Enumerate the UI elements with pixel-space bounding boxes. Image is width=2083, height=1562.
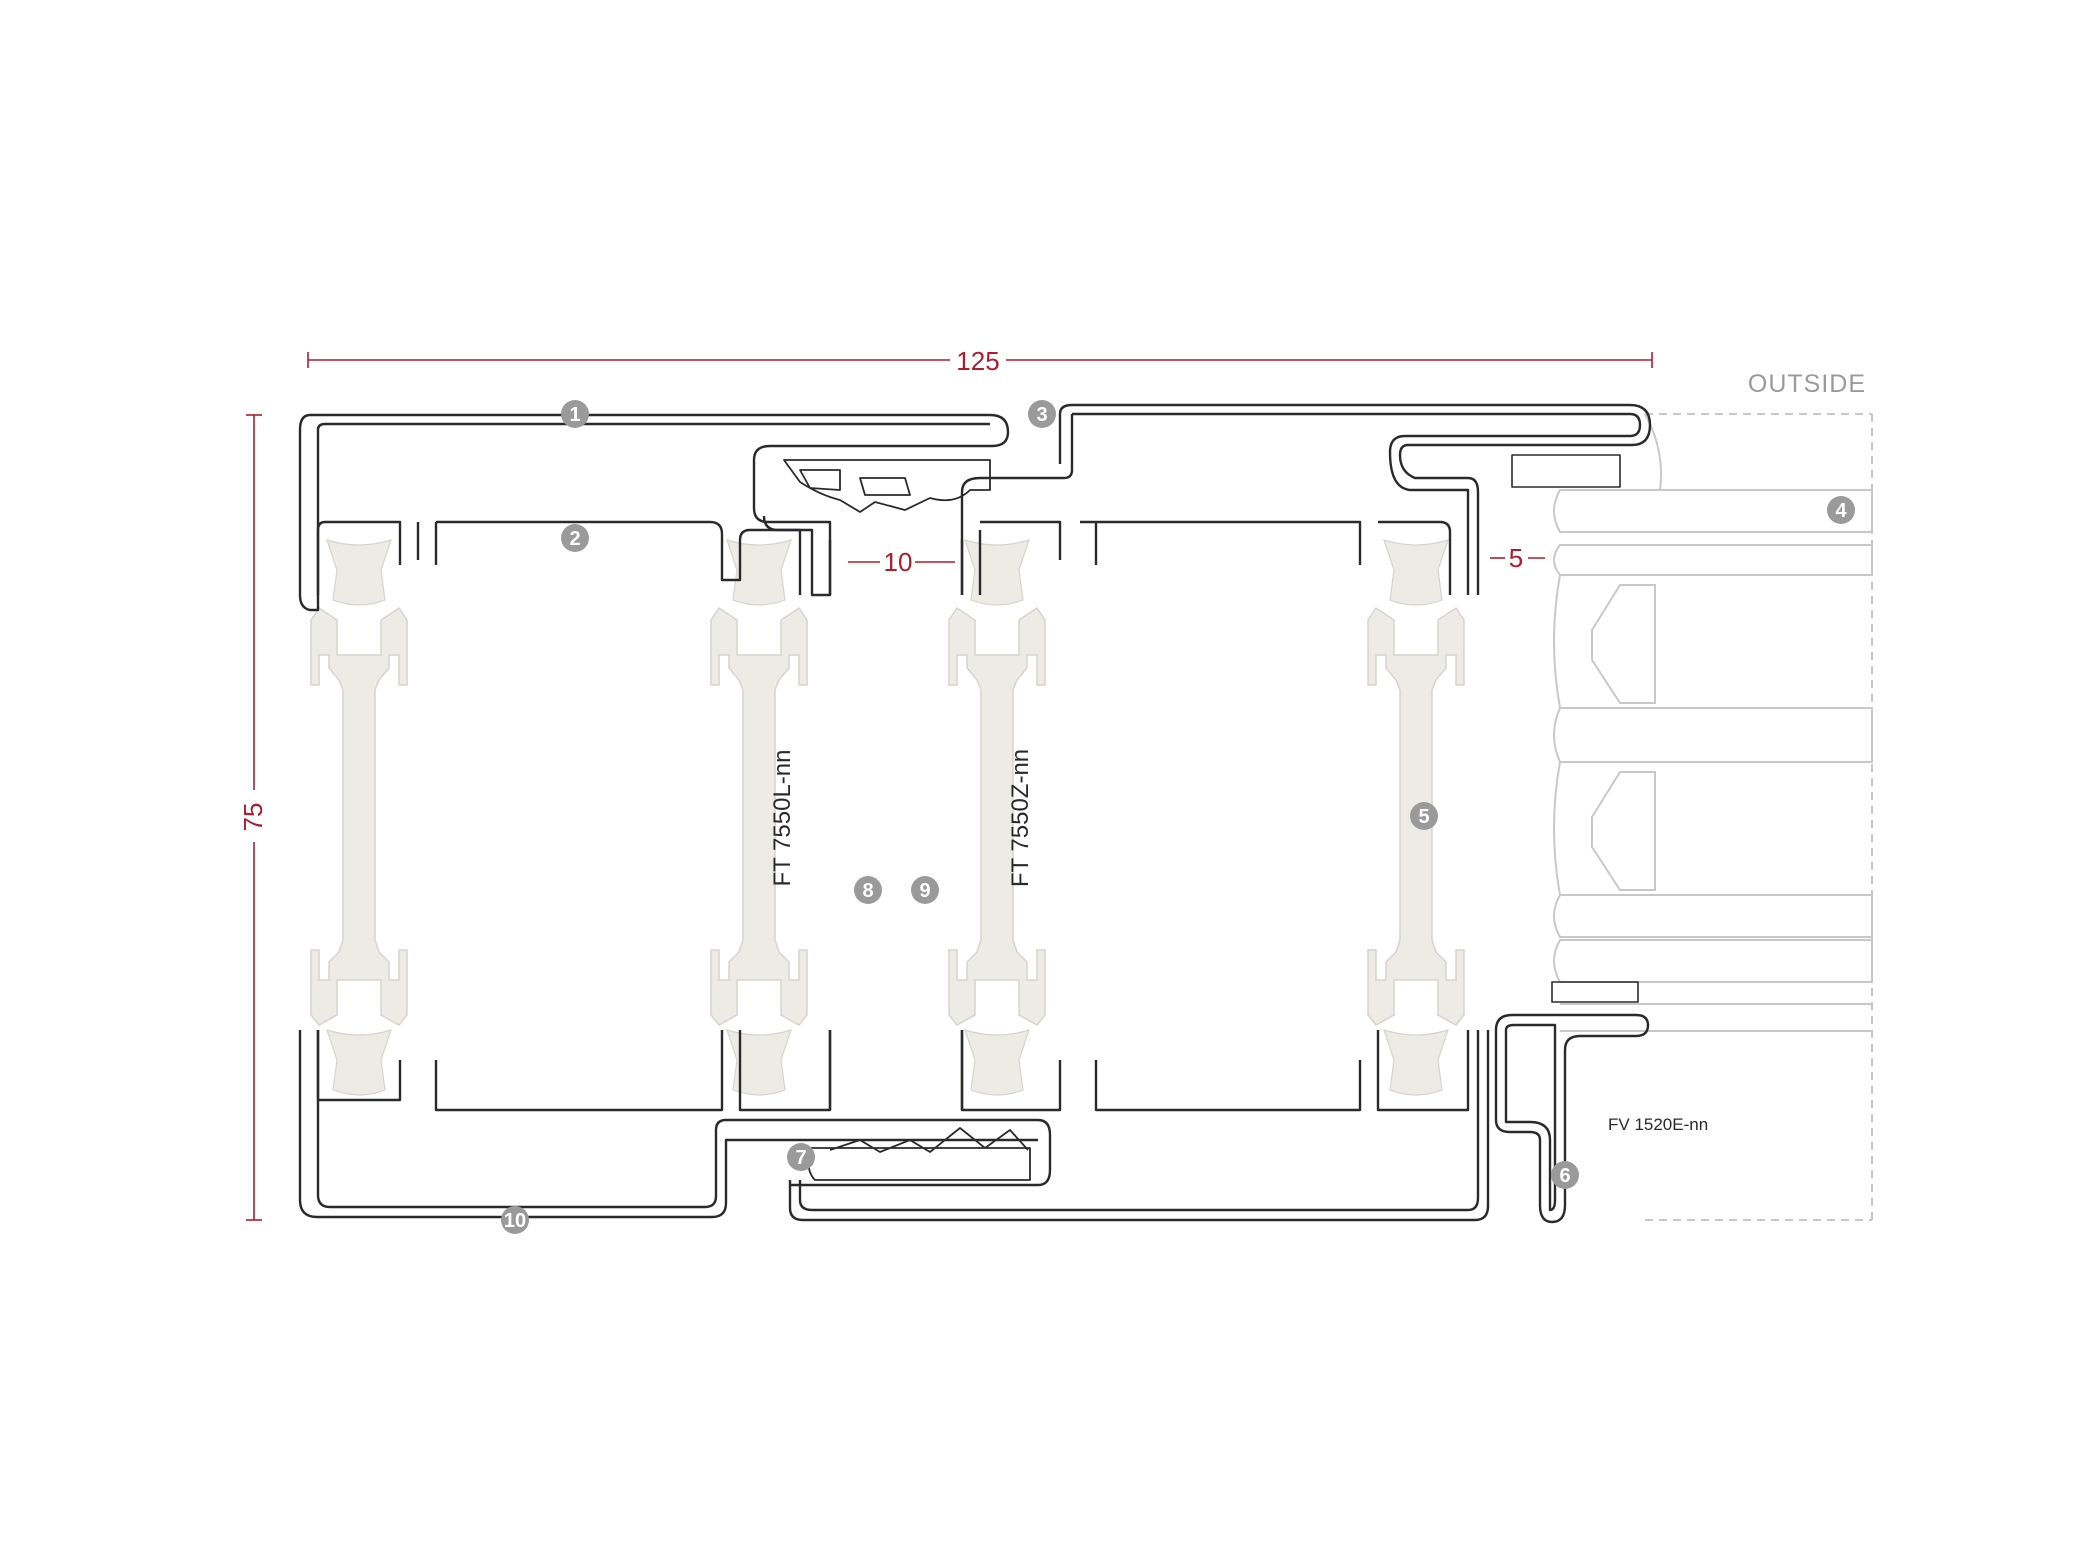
thermal-break-cap	[726, 539, 792, 606]
callout-number: 10	[504, 1210, 526, 1232]
profile-label-middle: FT 7550Z-nn	[1007, 749, 1034, 887]
outside-label: OUTSIDE	[1748, 370, 1866, 398]
callout-circle	[501, 1206, 529, 1234]
callout-number: 9	[919, 880, 930, 902]
callout-number: 5	[1418, 806, 1429, 828]
profile-left-top-chamber	[316, 520, 802, 595]
callout-number: 6	[1559, 1165, 1570, 1187]
callout-circle	[1827, 496, 1855, 524]
callout-3: 3	[1028, 400, 1056, 428]
callout-5: 5	[1410, 802, 1438, 830]
thermal-break-cap	[1383, 1029, 1449, 1096]
callout-10: 10	[501, 1206, 529, 1234]
glass-pane-bottom	[1553, 894, 1873, 938]
profile-right-top-chamber	[978, 520, 1452, 595]
callout-circle	[1028, 400, 1056, 428]
dimension-gap-center: 10	[884, 547, 913, 577]
glazing-edge-top	[1644, 413, 1662, 491]
glazing-outline	[1645, 413, 1873, 1221]
callout-8: 8	[854, 876, 882, 904]
thermal-break-cap	[726, 1029, 792, 1096]
callout-circle	[787, 1143, 815, 1171]
glazing-block-top	[1511, 454, 1621, 488]
callout-number: 1	[569, 404, 580, 426]
thermal-break-cap	[326, 1029, 392, 1096]
callout-circle	[561, 524, 589, 552]
callout-7: 7	[787, 1143, 815, 1171]
thermal-break-strip	[310, 606, 408, 1026]
thermal-break-cap	[964, 539, 1030, 606]
callout-1: 1	[561, 400, 589, 428]
spacer-chamber-top	[1591, 584, 1656, 704]
glass-pane-middle	[1553, 707, 1873, 763]
callout-number: 7	[795, 1147, 806, 1169]
callout-number: 3	[1036, 404, 1047, 426]
thermal-break-cap	[326, 539, 392, 606]
dimension-gap-right: 5	[1509, 543, 1523, 573]
thermal-breaks	[310, 539, 1465, 1096]
thermal-break-cap	[964, 1029, 1030, 1096]
callout-number: 4	[1835, 500, 1847, 522]
callout-number: 8	[862, 880, 873, 902]
thermal-break-strip	[710, 606, 808, 1026]
callout-circle	[854, 876, 882, 904]
gasket-bottom	[807, 1127, 1031, 1181]
profile-label-left: FT 7550L-nn	[769, 750, 796, 887]
callout-circle	[1410, 802, 1438, 830]
profile-left-bottom	[298, 1030, 1038, 1219]
gasket-top	[783, 459, 991, 513]
glass-pane-bottom-2	[1553, 939, 1873, 983]
profile-left-top	[298, 413, 1010, 612]
callout-6: 6	[1551, 1161, 1579, 1189]
callout-circle	[911, 876, 939, 904]
callout-circle	[1551, 1161, 1579, 1189]
callout-9: 9	[911, 876, 939, 904]
profile-right-top	[960, 403, 1652, 595]
frame-joint-center	[828, 540, 964, 1110]
callout-markers: 1 2 3 4 5 6 7 8 9 10	[501, 400, 1855, 1234]
spacer-chamber-bottom	[1591, 771, 1656, 891]
glass-pane-top-2	[1553, 544, 1873, 576]
dimension-height-bg	[238, 790, 272, 842]
dimension-width-bg	[950, 342, 1006, 376]
dimension-width: 125	[956, 346, 999, 376]
glazing-unit	[1553, 413, 1873, 1221]
callout-4: 4	[1827, 496, 1855, 524]
glazing-bottom-line	[1560, 1003, 1872, 1032]
callout-number: 2	[569, 528, 580, 550]
spacer-bottom	[1553, 761, 1872, 896]
thermal-break-cap	[1383, 539, 1449, 606]
glass-pane-top	[1553, 489, 1873, 533]
callout-circle	[561, 400, 589, 428]
aluminium-profiles	[298, 403, 1652, 1224]
callout-2: 2	[561, 524, 589, 552]
profile-right-bottom	[788, 1030, 1490, 1222]
profile-label-glazing-bead: FV 1520E-nn	[1608, 1115, 1708, 1134]
dimension-height: 75	[238, 803, 268, 832]
thermal-break-strip	[948, 606, 1046, 1026]
glazing-block-bottom	[1551, 981, 1639, 1003]
glazing-bead	[1494, 1013, 1650, 1224]
spacer-top	[1553, 574, 1872, 709]
